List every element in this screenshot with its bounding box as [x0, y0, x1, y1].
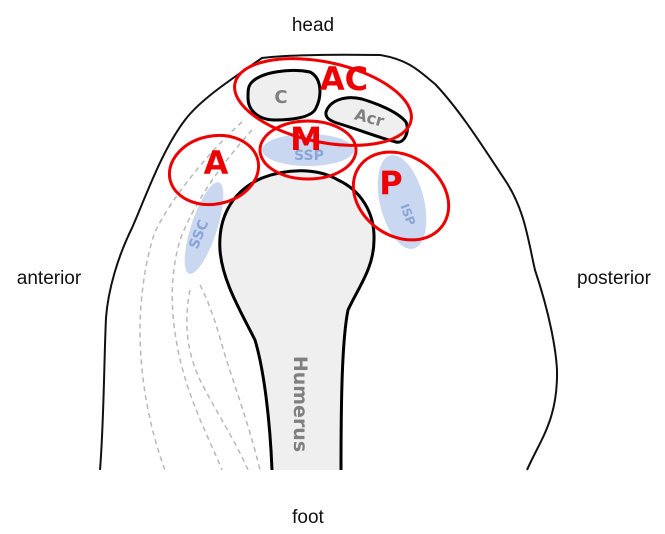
region-ac-label: AC — [320, 60, 368, 98]
humerus-label: Humerus — [289, 356, 311, 452]
orientation-foot: foot — [292, 507, 324, 528]
region-a-label: A — [204, 144, 229, 182]
orientation-posterior: posterior — [577, 268, 652, 289]
orientation-head: head — [292, 15, 334, 36]
region-p-label: P — [379, 164, 402, 202]
dashed-line — [187, 290, 248, 470]
coracoid-label: C — [274, 87, 287, 108]
region-m-label: M — [290, 120, 322, 158]
orientation-anterior: anterior — [17, 268, 82, 289]
